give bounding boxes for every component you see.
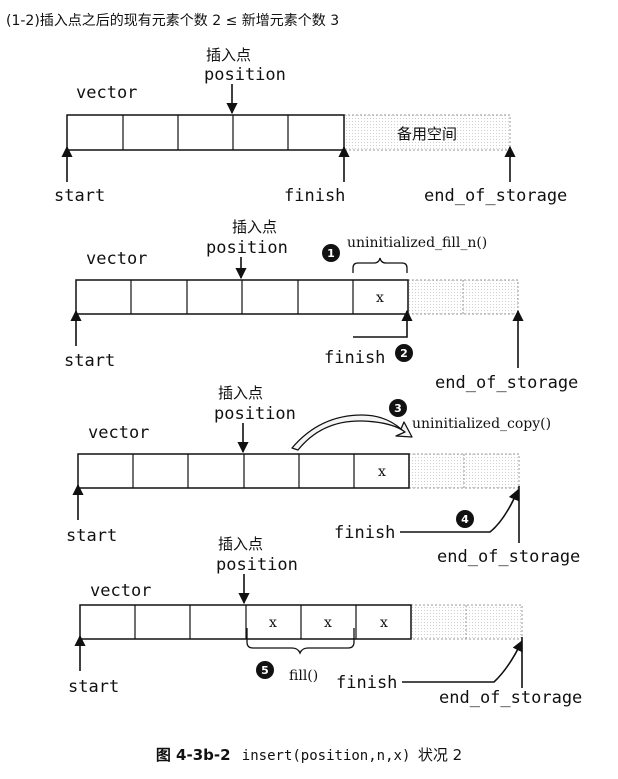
used-elements-box <box>66 114 345 151</box>
position-label: position <box>214 404 296 424</box>
diagram-1: vector 插入点 position 备用空间 start finish en… <box>54 46 567 206</box>
element-x: x <box>376 290 384 306</box>
finish-moved-arrow <box>400 488 520 533</box>
element-x: x <box>380 615 388 631</box>
uninitialized-copy-label: uninitialized_copy() <box>412 416 551 432</box>
vector-label: vector <box>88 423 149 443</box>
step-1-badge <box>322 244 340 262</box>
position-label: position <box>206 238 288 258</box>
fill-label: fill() <box>289 668 318 684</box>
diagram-4: vector 插入点 position x x x 5 fill() start… <box>68 535 582 708</box>
element-x: x <box>324 615 332 631</box>
diagram-3: vector 插入点 position 3 uninitialized_copy… <box>66 384 580 567</box>
diagram-2: vector 插入点 position 1 uninitialized_fill… <box>64 218 578 393</box>
figure-code: insert(position,n,x) <box>241 748 411 764</box>
finish-moved-arrow <box>402 639 523 683</box>
finish-label: finish <box>336 673 397 693</box>
start-label: start <box>64 351 115 371</box>
figure-caption: 图 4-3b-2 insert(position,n,x) 状况 2 <box>0 744 618 765</box>
finish-arrow <box>353 309 413 338</box>
start-label: start <box>68 677 119 697</box>
end-of-storage-label: end_of_storage <box>439 688 582 708</box>
position-label: position <box>216 555 298 575</box>
step-5-badge <box>256 661 274 679</box>
finish-label: finish <box>334 523 395 543</box>
spare-space-label: 备用空间 <box>397 125 457 143</box>
step-3-badge <box>389 399 407 417</box>
uninitialized-fill-n-label: uninitialized_fill_n() <box>347 235 487 251</box>
step-2-badge <box>395 344 413 362</box>
finish-label: finish <box>284 186 345 206</box>
end-of-storage-label: end_of_storage <box>424 186 567 206</box>
end-of-storage-label: end_of_storage <box>437 547 580 567</box>
position-label: position <box>204 65 286 85</box>
step-3-number: 3 <box>394 402 402 415</box>
step-4-badge <box>456 510 474 528</box>
figure-suffix: 状况 2 <box>417 746 463 764</box>
figure-number: 图 4-3b-2 <box>155 746 231 764</box>
insert-point-label: 插入点 <box>206 46 251 64</box>
fill-range-brace <box>246 628 355 655</box>
spare-space-area <box>343 114 511 151</box>
insert-point-label: 插入点 <box>232 218 277 236</box>
step-4-number: 4 <box>461 513 469 526</box>
start-label: start <box>54 186 105 206</box>
element-x: x <box>378 464 386 480</box>
insert-point-label: 插入点 <box>218 535 263 553</box>
header-title: (1-2)插入点之后的现有元素个数 2 ≤ 新增元素个数 3 <box>6 13 340 29</box>
step-5-number: 5 <box>261 664 269 677</box>
end-of-storage-label: end_of_storage <box>435 373 578 393</box>
step-1-number: 1 <box>327 247 335 260</box>
copy-curved-arrow <box>291 414 413 451</box>
element-x: x <box>269 615 277 631</box>
start-label: start <box>66 526 117 546</box>
vector-label: vector <box>90 581 151 601</box>
step-2-number: 2 <box>400 347 408 360</box>
vector-label: vector <box>76 83 137 103</box>
fill-range-brace <box>352 257 408 273</box>
insert-point-label: 插入点 <box>218 384 263 402</box>
vector-label: vector <box>86 249 147 269</box>
finish-label: finish <box>324 348 385 368</box>
